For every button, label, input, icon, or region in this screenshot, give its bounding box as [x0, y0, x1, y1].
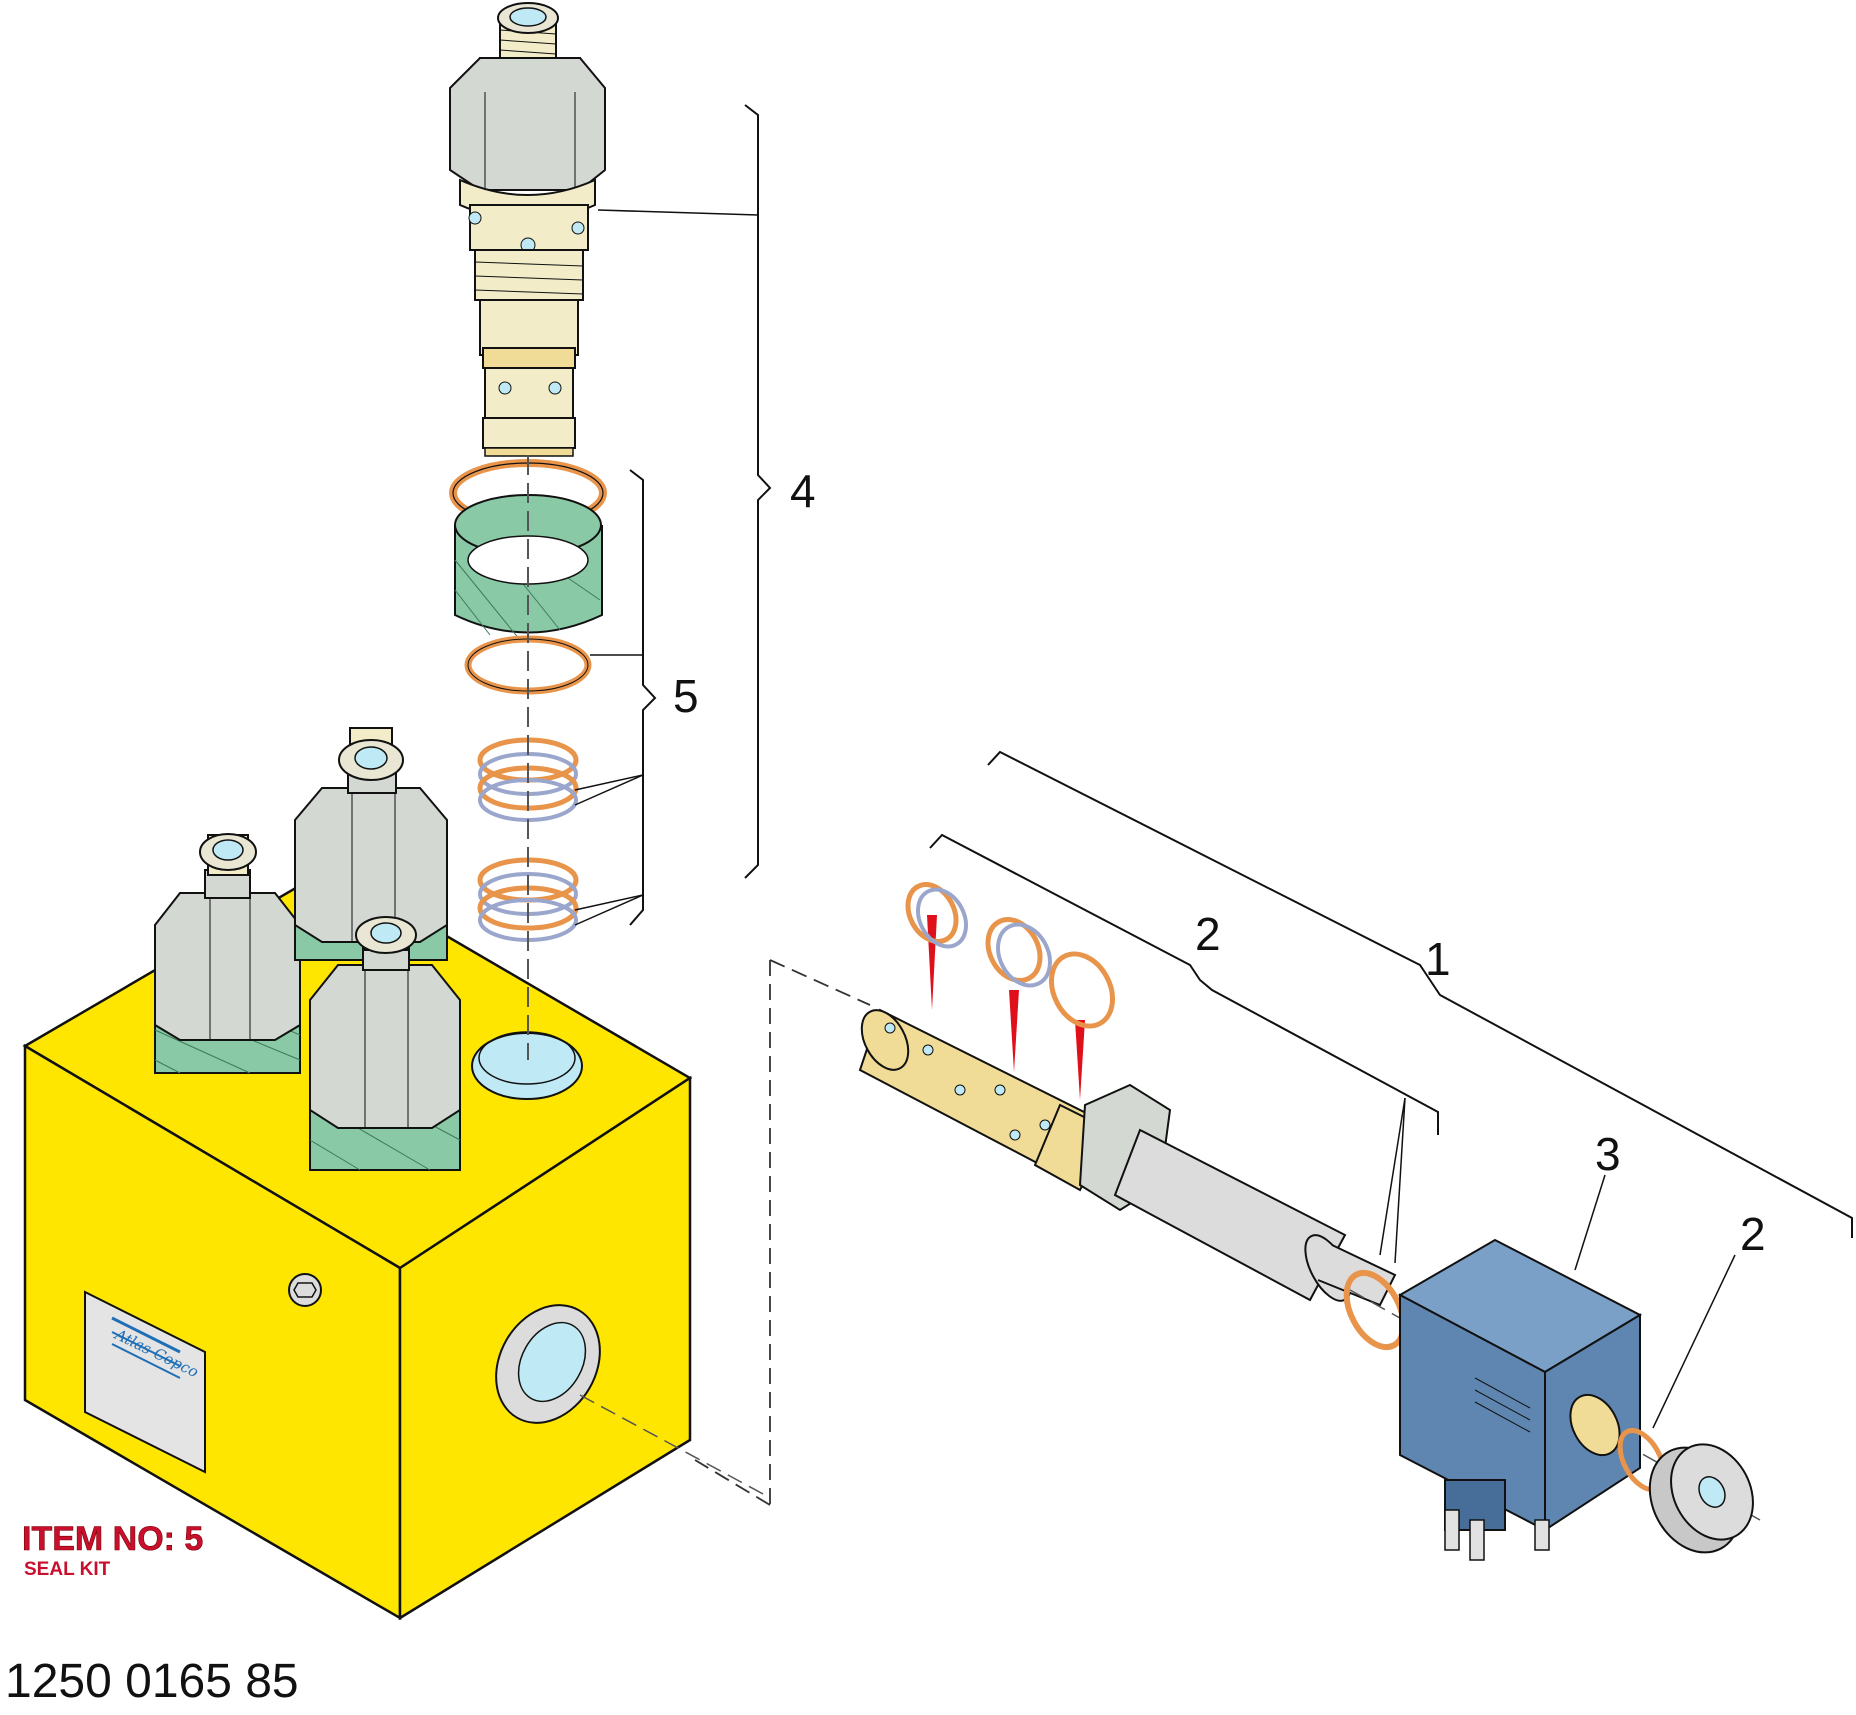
callout-5: 5	[673, 670, 699, 722]
installed-cartridge-2	[294, 727, 448, 961]
knurled-nut	[1648, 1443, 1754, 1554]
exploded-cartridge	[449, 2, 606, 457]
seal-set-lower	[477, 857, 579, 942]
callout-2-upper: 2	[1195, 908, 1221, 960]
assembly-dash-outline	[694, 959, 871, 1506]
bracket-1	[987, 750, 1853, 1238]
item-number-title: ITEM NO: 5	[22, 1520, 203, 1558]
spool-seal-1	[905, 882, 968, 949]
installed-cartridge-1	[154, 833, 301, 1074]
callout-2-lower: 2	[1740, 1208, 1766, 1260]
plug-screw	[288, 1273, 322, 1307]
solenoid-coil	[1397, 1238, 1643, 1561]
coil-oring-left	[1343, 1269, 1407, 1351]
part-number: 1250 0165 85	[5, 1655, 299, 1708]
callout-4: 4	[790, 465, 816, 517]
bracket-2-left	[929, 833, 1439, 1264]
nameplate	[84, 1290, 206, 1474]
item-subtitle: SEAL KIT	[24, 1559, 111, 1580]
spool-oring-3	[1049, 951, 1115, 1029]
spool-seal-2	[985, 917, 1052, 988]
callout-3: 3	[1595, 1128, 1621, 1180]
callout-1: 1	[1425, 933, 1451, 985]
bracket-4	[597, 104, 772, 879]
installed-cartridge-3	[309, 916, 461, 1171]
solenoid-spool	[858, 1008, 1397, 1307]
bracket-5	[574, 469, 657, 926]
